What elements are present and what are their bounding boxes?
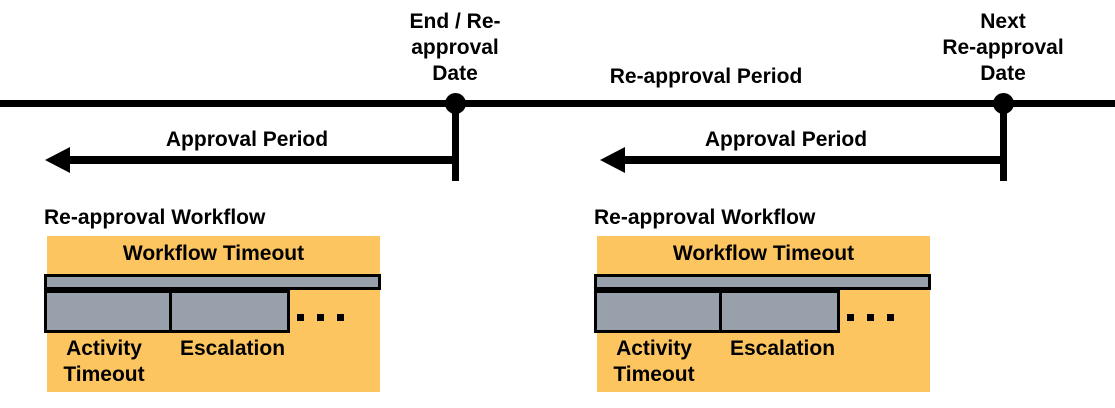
approval-period-arrow-right bbox=[621, 156, 1007, 164]
dot-icon bbox=[867, 314, 874, 321]
activity-timeout-bar bbox=[594, 290, 722, 333]
escalation-label: Escalation bbox=[730, 337, 836, 360]
escalation-label: Escalation bbox=[180, 337, 286, 360]
arrowhead-right-icon bbox=[600, 147, 625, 173]
dot-icon bbox=[317, 314, 324, 321]
workflow-title: Re-approval Workflow bbox=[594, 206, 816, 229]
dot-icon bbox=[887, 314, 894, 321]
end-date-tick bbox=[452, 103, 459, 181]
approval-period-label-left: Approval Period bbox=[165, 128, 329, 151]
next-reapproval-date-label: Next Re-approval Date bbox=[942, 10, 1064, 85]
end-reapproval-date-label: End / Re- approval Date bbox=[409, 10, 501, 85]
workflow-timeout-bar bbox=[44, 274, 381, 290]
workflow-title: Re-approval Workflow bbox=[44, 206, 266, 229]
next-date-tick bbox=[1000, 103, 1007, 181]
timeline-line bbox=[0, 100, 1115, 107]
workflow-timeout-bar bbox=[594, 274, 931, 290]
escalation-bar bbox=[169, 290, 290, 333]
reapproval-workflow-group-left: Re-approval Workflow Workflow Timeout Ac… bbox=[44, 205, 381, 405]
reapproval-period-label: Re-approval Period bbox=[609, 65, 803, 88]
activity-timeout-label: Activity Timeout bbox=[613, 337, 695, 386]
arrowhead-left-icon bbox=[45, 147, 70, 173]
approval-period-arrow-left bbox=[66, 156, 458, 164]
workflow-timeout-label: Workflow Timeout bbox=[122, 242, 305, 265]
workflow-timeout-label: Workflow Timeout bbox=[672, 242, 855, 265]
ellipsis-dots-icon bbox=[297, 314, 389, 322]
activity-timeout-bar bbox=[44, 290, 172, 333]
dot-icon bbox=[337, 314, 344, 321]
ellipsis-dots-icon bbox=[847, 314, 939, 322]
escalation-bar bbox=[719, 290, 840, 333]
activity-timeout-label: Activity Timeout bbox=[63, 337, 145, 386]
reapproval-workflow-group-right: Re-approval Workflow Workflow Timeout Ac… bbox=[594, 205, 931, 405]
dot-icon bbox=[847, 314, 854, 321]
approval-period-label-right: Approval Period bbox=[704, 128, 868, 151]
dot-icon bbox=[297, 314, 304, 321]
